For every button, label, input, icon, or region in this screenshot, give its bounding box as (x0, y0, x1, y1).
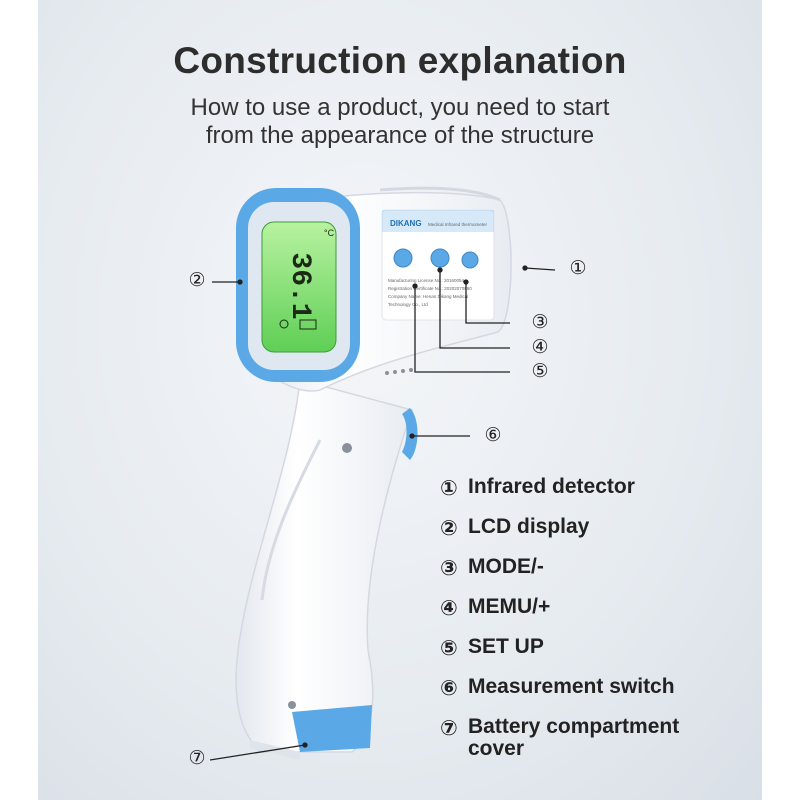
brand-text: DIKANG (390, 219, 422, 228)
callout-3: ③ (531, 312, 549, 333)
background-panel (38, 0, 762, 800)
legend-item-lcd-display: ② LCD display (440, 516, 589, 541)
callout-6: ⑥ (484, 425, 502, 446)
callout-1: ① (569, 258, 587, 279)
callout-7: ⑦ (188, 748, 206, 769)
legend-label: Measurement switch (468, 675, 675, 698)
legend-item-memu: ④ MEMU/+ (440, 596, 550, 621)
page-subtitle: How to use a product, you need to start … (0, 94, 800, 150)
legend-label: LCD display (468, 515, 590, 538)
lcd-reading: 36.1 (284, 252, 315, 319)
legend-number: ④ (440, 597, 458, 620)
callout-2: ② (188, 270, 206, 291)
callout-5: ⑤ (531, 361, 549, 382)
memu-button (430, 248, 450, 268)
svg-text:Registration Certificate No.:: Registration Certificate No.: 2020207085… (388, 286, 472, 291)
callout-4: ④ (531, 337, 549, 358)
svg-text:Company Name: Henan Dikang Med: Company Name: Henan Dikang Medical (388, 294, 468, 299)
legend-number: ⑥ (440, 677, 458, 700)
legend-number: ① (440, 477, 458, 500)
legend-item-setup: ⑤ SET UP (440, 636, 544, 661)
page-title: Construction explanation (173, 40, 627, 81)
thermometer-handle (235, 379, 413, 753)
measurement-switch (402, 408, 418, 460)
legend-number: ② (440, 517, 458, 540)
legend-label: SET UP (468, 635, 544, 658)
lcd-screen (262, 222, 336, 352)
setup-button (461, 251, 479, 269)
legend-label: MODE/- (468, 555, 544, 578)
legend-item-infrared-detector: ① Infrared detector (440, 476, 635, 501)
product-line-text: Medical Infrared thermometer (428, 222, 488, 227)
battery-cover (292, 705, 372, 752)
legend-label: MEMU/+ (468, 595, 551, 618)
svg-text:Technology Co., Ltd: Technology Co., Ltd (388, 302, 428, 307)
legend-number: ③ (440, 557, 458, 580)
subtitle-line-1: How to use a product, you need to start (190, 94, 610, 121)
legend-label: Infrared detector (468, 475, 635, 498)
legend-number: ⑦ (440, 717, 458, 740)
subtitle-line-2: from the appearance of the structure (205, 122, 595, 149)
svg-text:Manufacturing License No.: 201: Manufacturing License No.: 20160054 (388, 278, 465, 283)
mode-button (393, 248, 413, 268)
legend-item-measurement-switch: ⑥ Measurement switch (440, 676, 675, 701)
lcd-unit: °C (324, 228, 335, 238)
legend-number: ⑤ (440, 637, 458, 660)
legend-item-mode: ③ MODE/- (440, 556, 544, 581)
